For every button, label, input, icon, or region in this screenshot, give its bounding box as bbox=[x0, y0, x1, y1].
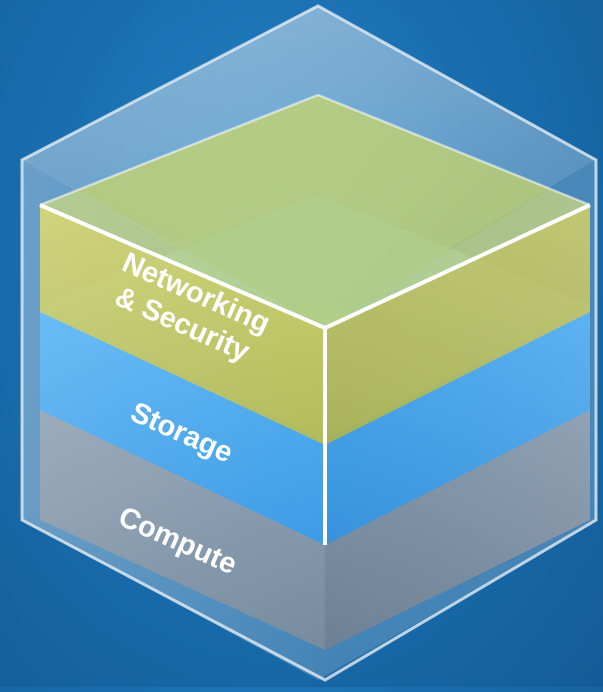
glass-outline bbox=[20, 4, 598, 682]
glass-shell-front bbox=[22, 160, 596, 680]
cube-edges bbox=[39, 93, 591, 545]
